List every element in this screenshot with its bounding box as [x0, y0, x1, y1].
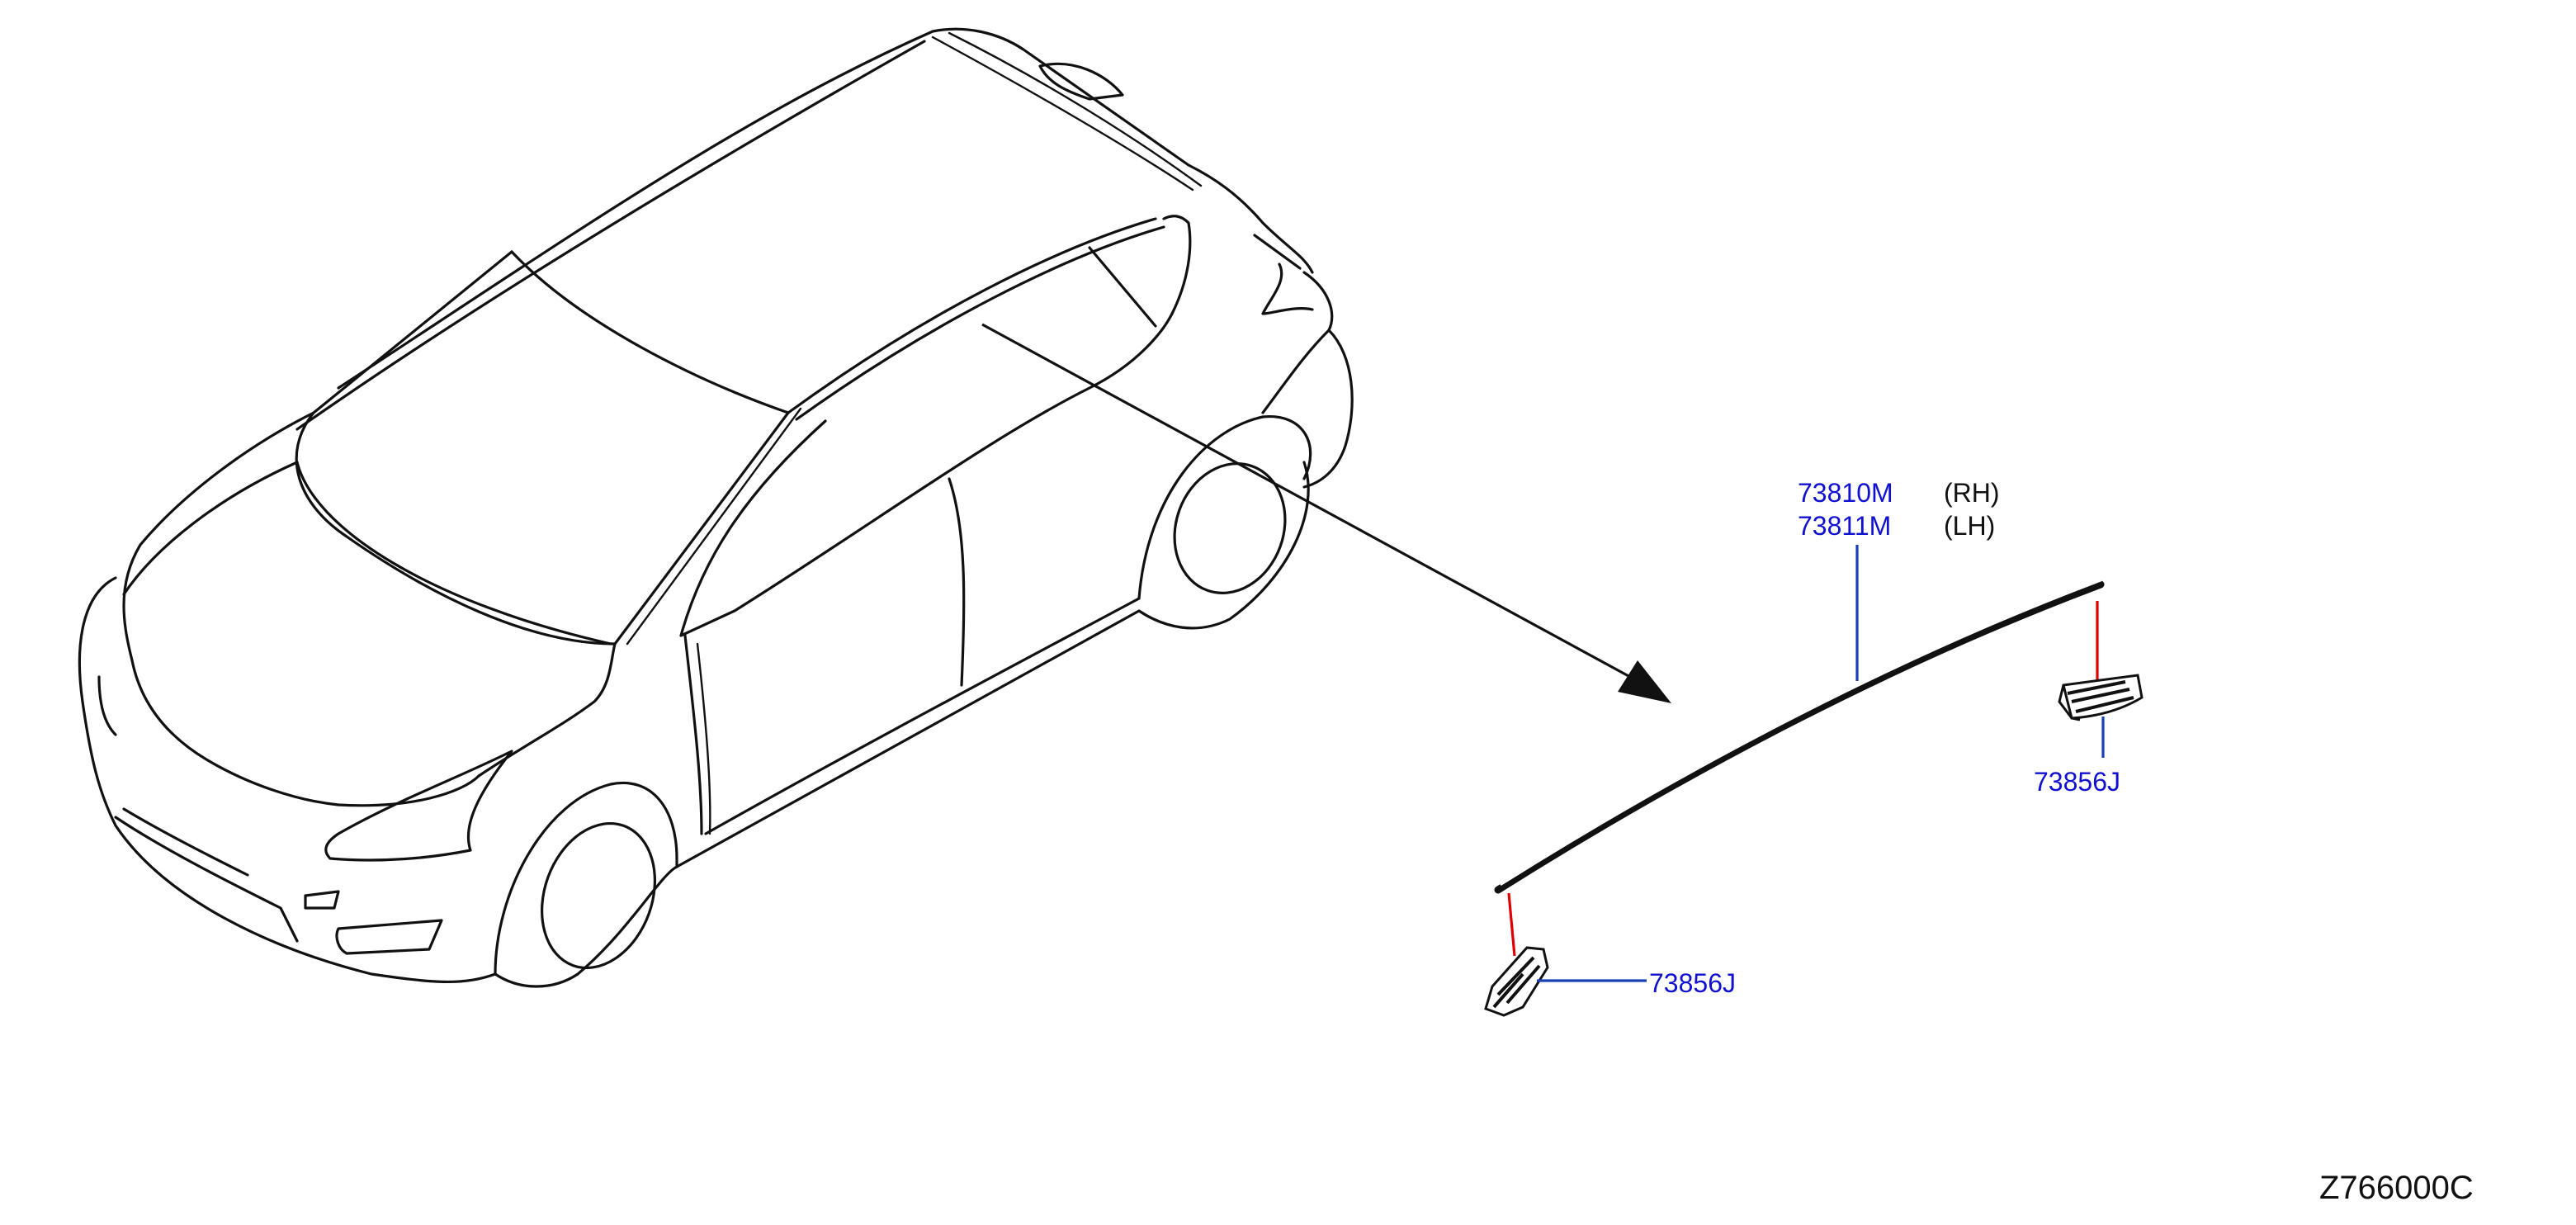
pointer-arrow — [981, 323, 1671, 703]
part-label-group: 73810M (RH) 73811M (LH) — [1798, 478, 2000, 541]
part-number-lh[interactable]: 73811M — [1798, 511, 1891, 541]
part-side-lh: (LH) — [1944, 511, 1995, 541]
part-number-rh[interactable]: 73810M — [1798, 478, 1893, 508]
left-clip-label[interactable]: 73856J — [1649, 968, 1736, 998]
part-side-rh: (RH) — [1944, 478, 2000, 508]
right-clip[interactable] — [2058, 601, 2144, 721]
left-clip-red-line — [1507, 892, 1516, 957]
diagram-code: Z766000C — [2319, 1170, 2474, 1206]
right-clip-label[interactable]: 73856J — [2034, 767, 2120, 797]
left-clip[interactable] — [1484, 892, 1549, 1017]
car-illustration — [78, 27, 1354, 988]
roof-molding[interactable] — [1494, 579, 2105, 894]
